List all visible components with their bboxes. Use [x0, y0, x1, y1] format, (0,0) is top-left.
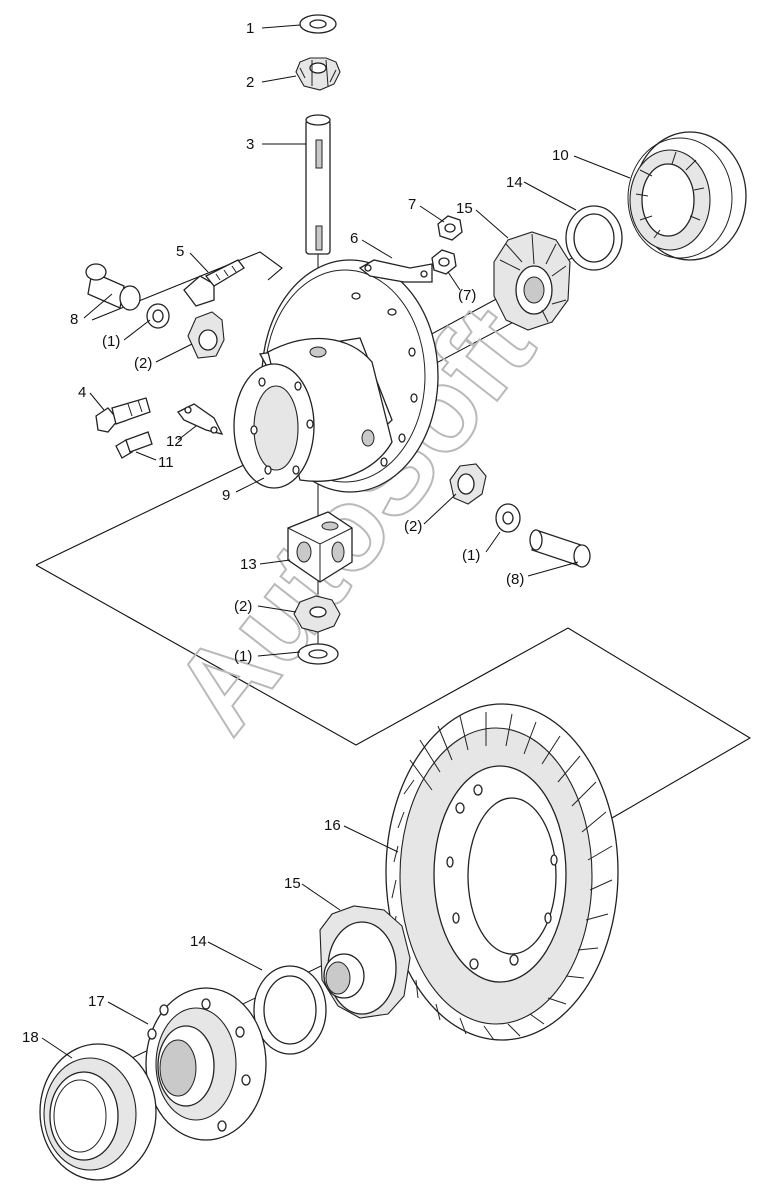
callout-10: 10 — [552, 147, 569, 164]
callout-1p-left: (1) — [102, 333, 120, 350]
part-8-pin-right — [529, 529, 591, 568]
callout-8: 8 — [70, 311, 78, 328]
part-9-differential-housing — [233, 259, 439, 493]
callout-1p-right: (1) — [462, 547, 480, 564]
callout-1p-lower: (1) — [234, 648, 252, 665]
part-6-lock-plate — [358, 259, 433, 283]
callout-18: 18 — [22, 1029, 39, 1046]
part-18-roller-bearing — [39, 1043, 157, 1181]
part-1-washer-right — [495, 503, 521, 533]
part-2-gear-lower — [293, 595, 341, 633]
part-2-bevel-pinion — [295, 57, 341, 91]
callout-2: 2 — [246, 74, 254, 91]
callout-6: 6 — [350, 230, 358, 247]
part-5-bolt — [183, 259, 245, 307]
callout-4: 4 — [78, 384, 86, 401]
callout-17: 17 — [88, 993, 105, 1010]
part-13-spider-block — [287, 511, 353, 583]
callout-2p-left: (2) — [134, 355, 152, 372]
callout-7p: (7) — [458, 287, 476, 304]
callout-5: 5 — [176, 243, 184, 260]
assembly-outline-main — [35, 461, 752, 819]
callout-11: 11 — [158, 454, 174, 471]
leader-lines — [41, 24, 631, 1059]
callout-13: 13 — [240, 556, 257, 573]
part-16-ring-gear — [385, 703, 619, 1041]
part-11-bolt — [115, 431, 153, 459]
callout-12: 12 — [166, 433, 183, 450]
part-15-side-gear-upper — [493, 231, 571, 331]
callout-15-upper: 15 — [456, 200, 473, 217]
part-1-thrust-washer — [299, 14, 337, 34]
part-10-roller-bearing — [627, 131, 747, 261]
part-7-nut — [437, 215, 463, 241]
part-4-bolt — [95, 397, 151, 433]
housing-bolt-holes — [250, 292, 418, 475]
callout-labels: 1 2 3 5 6 7 15 14 10 8 (1) (2) 4 12 11 9… — [22, 20, 569, 1046]
callout-8p: (8) — [506, 571, 524, 588]
callout-3: 3 — [246, 136, 254, 153]
callout-9: 9 — [222, 487, 230, 504]
part-7-nut-alt — [431, 249, 457, 275]
part-12-lock-plate — [177, 403, 224, 435]
part-1-washer-lower — [297, 643, 339, 665]
part-2-gear-left — [187, 311, 225, 359]
part-2-gear-right — [449, 463, 487, 505]
part-15-side-gear-lower — [319, 905, 411, 1019]
part-8-pin — [85, 263, 141, 311]
callout-16: 16 — [324, 817, 341, 834]
part-1-washer-left — [146, 303, 170, 329]
callout-14-lower: 14 — [190, 933, 207, 950]
part-3-spider-shaft — [305, 114, 331, 255]
part-14-shim-upper — [565, 205, 623, 271]
callout-2p-right: (2) — [404, 518, 422, 535]
callout-14-upper: 14 — [506, 174, 523, 191]
part-17-case-half — [145, 987, 267, 1141]
assembly-outline-upper — [91, 251, 283, 321]
callout-15-lower: 15 — [284, 875, 301, 892]
callout-7: 7 — [408, 196, 416, 213]
callout-2p-lower: (2) — [234, 598, 252, 615]
part-14-shim-lower — [253, 965, 327, 1055]
callout-1: 1 — [246, 20, 254, 37]
